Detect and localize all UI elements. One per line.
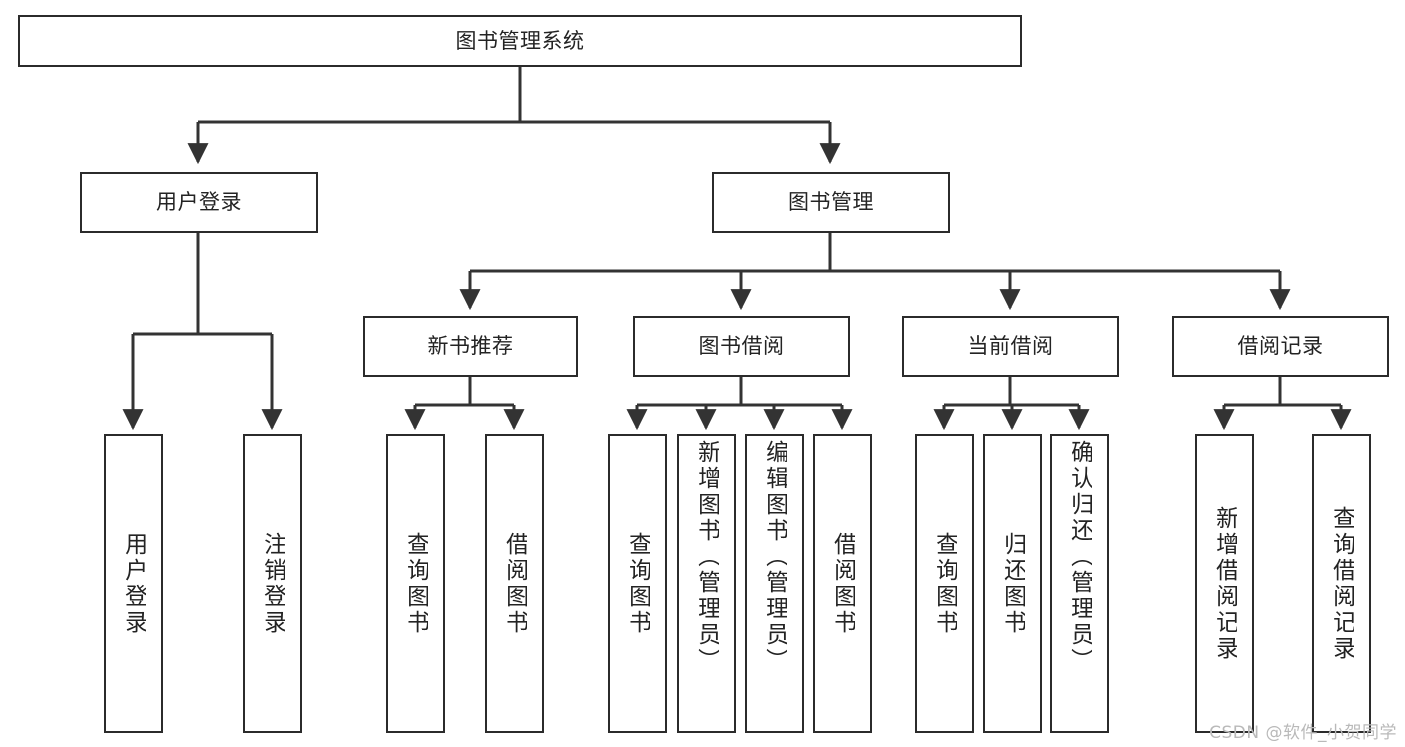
node-label: 当前借阅 xyxy=(967,334,1054,359)
node-new-book-recommend[interactable]: 新书推荐 xyxy=(363,316,578,377)
node-borrow-record[interactable]: 借阅记录 xyxy=(1172,316,1389,377)
leaf-borrow-borrow-book[interactable]: 借阅图书 xyxy=(813,434,872,733)
node-label: 注销登录 xyxy=(260,531,285,636)
leaf-record-add-record[interactable]: 新增借阅记录 xyxy=(1195,434,1254,733)
node-label: 新书推荐 xyxy=(427,334,514,359)
node-label: 借阅图书 xyxy=(502,531,527,636)
leaf-new-book-query[interactable]: 查询图书 xyxy=(386,434,445,733)
node-label: 归还图书 xyxy=(1000,531,1025,636)
leaf-record-query-record[interactable]: 查询借阅记录 xyxy=(1312,434,1371,733)
leaf-current-confirm-return-admin[interactable]: 确认归还（管理员） xyxy=(1050,434,1109,733)
leaf-borrow-query-book[interactable]: 查询图书 xyxy=(608,434,667,733)
node-label: 查询图书 xyxy=(932,531,957,636)
node-label: 查询借阅记录 xyxy=(1329,505,1354,662)
leaf-user-login-logout[interactable]: 注销登录 xyxy=(243,434,302,733)
node-label: 编辑图书（管理员） xyxy=(762,440,787,674)
node-root-system[interactable]: 图书管理系统 xyxy=(18,15,1022,67)
watermark-text: CSDN @软件_小贺同学 xyxy=(1209,723,1397,743)
node-label: 借阅图书 xyxy=(830,531,855,636)
node-label: 图书管理 xyxy=(788,190,874,215)
node-label: 用户登录 xyxy=(156,190,242,215)
node-label: 借阅记录 xyxy=(1237,334,1324,359)
node-book-borrow[interactable]: 图书借阅 xyxy=(633,316,850,377)
node-label: 新增图书（管理员） xyxy=(694,440,719,674)
node-label: 用户登录 xyxy=(121,531,146,636)
node-label: 图书管理系统 xyxy=(455,28,585,53)
leaf-borrow-edit-book-admin[interactable]: 编辑图书（管理员） xyxy=(745,434,804,733)
leaf-user-login-login[interactable]: 用户登录 xyxy=(104,434,163,733)
leaf-borrow-add-book-admin[interactable]: 新增图书（管理员） xyxy=(677,434,736,733)
leaf-new-book-borrow[interactable]: 借阅图书 xyxy=(485,434,544,733)
node-label: 图书借阅 xyxy=(698,334,785,359)
node-label: 查询图书 xyxy=(625,531,650,636)
node-user-login[interactable]: 用户登录 xyxy=(80,172,318,233)
node-current-borrow[interactable]: 当前借阅 xyxy=(902,316,1119,377)
leaf-current-return-book[interactable]: 归还图书 xyxy=(983,434,1042,733)
node-label: 确认归还（管理员） xyxy=(1067,440,1092,674)
node-label: 查询图书 xyxy=(403,531,428,636)
leaf-current-query-book[interactable]: 查询图书 xyxy=(915,434,974,733)
node-book-management[interactable]: 图书管理 xyxy=(712,172,950,233)
node-label: 新增借阅记录 xyxy=(1212,505,1237,662)
